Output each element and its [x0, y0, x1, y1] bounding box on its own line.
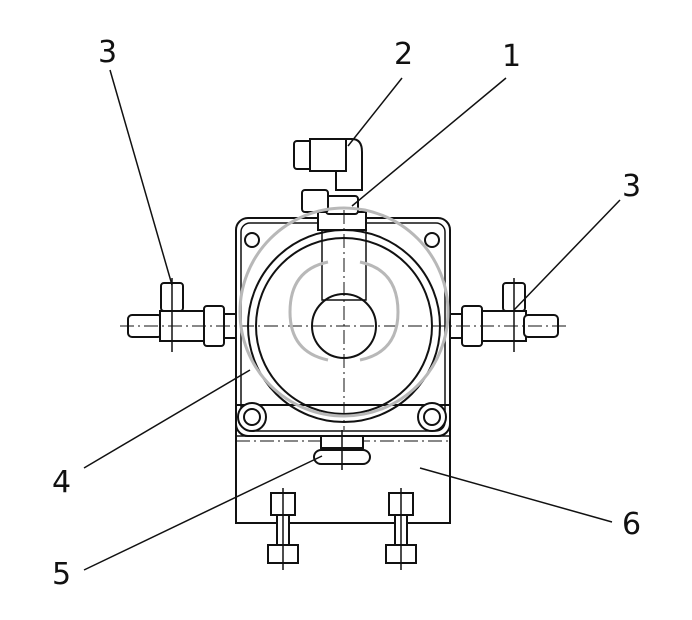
callout-1: 1: [502, 39, 521, 74]
part-2-elbow-fitting: [293, 138, 363, 191]
callout-3-left: 3: [98, 35, 117, 70]
callout-5: 5: [52, 557, 71, 592]
leader-5: [83, 455, 323, 571]
leader-1: [351, 77, 507, 207]
mounting-bolt-right: [385, 488, 417, 570]
callout-3-right: 3: [622, 169, 641, 204]
mounting-bolt-left: [267, 488, 299, 570]
part-3-right-fitting: [449, 278, 559, 352]
center-lines: [120, 210, 570, 430]
callout-2: 2: [394, 37, 413, 72]
leader-lines: [83, 69, 621, 571]
callout-4: 4: [52, 465, 71, 500]
part-4-housing: [235, 217, 451, 437]
callout-6: 6: [622, 507, 641, 542]
part-5-drain-fitting: [313, 430, 371, 470]
leader-4: [83, 369, 251, 469]
watermark-logo: [238, 206, 450, 418]
leader-3-left: [109, 69, 173, 286]
part-3-left-fitting: [127, 278, 237, 352]
part-1-top-connector: [301, 189, 367, 231]
leader-3-right: [513, 199, 621, 311]
leader-6: [419, 467, 613, 523]
leader-2: [347, 77, 403, 147]
